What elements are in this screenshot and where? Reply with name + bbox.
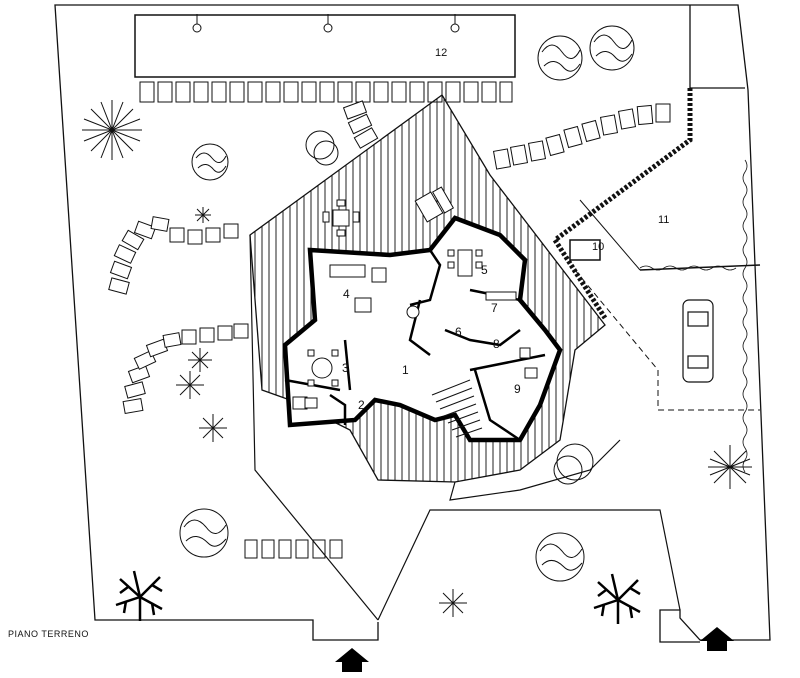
terrace-furniture [322,186,455,237]
room-label-7: 7 [491,301,498,315]
trees [179,25,635,582]
site-boundary [54,4,771,643]
room-label-1: 1 [402,363,409,377]
shrubs [82,100,752,617]
car [682,299,714,383]
room-label-2: 2 [358,398,365,412]
room-label-6: 6 [455,325,462,339]
room-label-12: 12 [435,47,447,59]
room-labels: 1 2 3 4 5 6 7 8 9 10 11 12 [342,47,669,412]
entrance-arrow-icon [700,627,734,651]
plan-caption: PIANO TERRENO [8,629,89,639]
room-label-9: 9 [514,382,521,396]
house-interior [282,215,563,443]
room-label-3: 3 [342,361,349,375]
yard-wall [552,88,761,411]
room-label-8: 8 [493,337,500,351]
hedge [639,159,748,473]
building-12 [134,14,516,78]
room-label-4: 4 [343,287,350,301]
room-label-10: 10 [592,241,604,253]
stepping-stones [108,81,671,559]
room-label-11: 11 [658,214,669,226]
branch-trees [115,570,641,624]
room-label-5: 5 [481,263,488,277]
entrance-arrow-icon [335,648,369,672]
driveway [249,234,681,621]
